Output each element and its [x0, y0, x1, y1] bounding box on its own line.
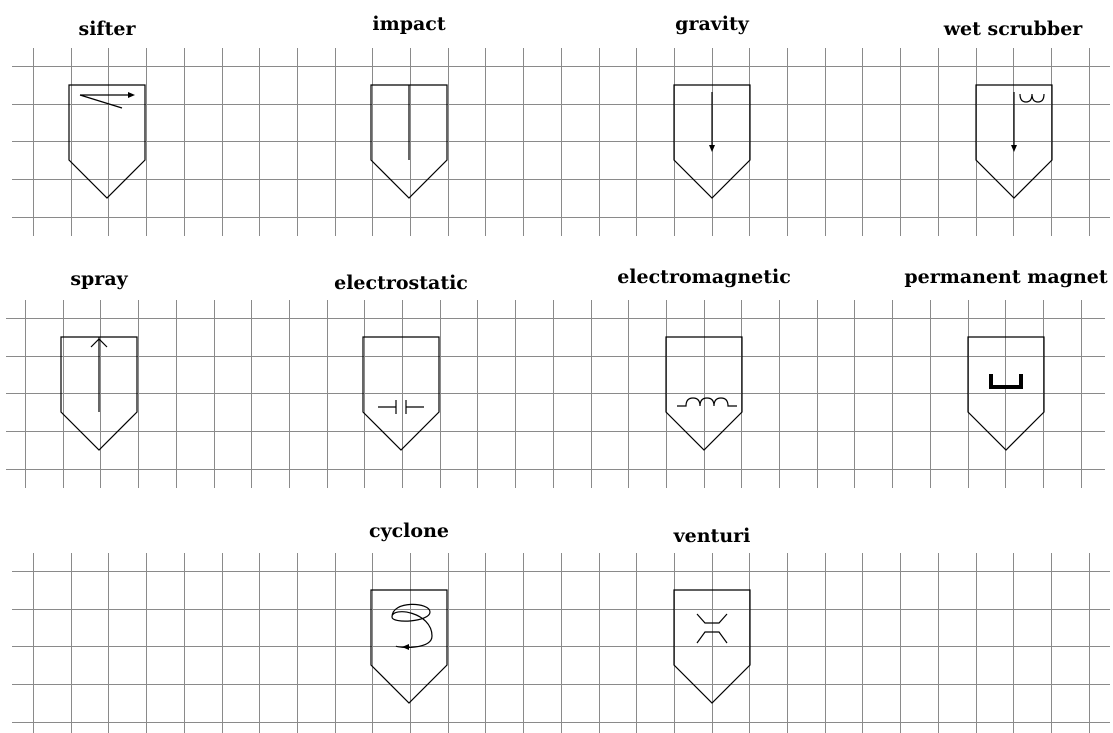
label-wet-scrubber: wet scrubber — [943, 18, 1083, 40]
label-cyclone: cyclone — [369, 520, 449, 542]
label-sifter: sifter — [78, 18, 136, 40]
venturi-icon — [673, 589, 751, 704]
label-permanent-magnet: permanent magnet — [904, 266, 1108, 288]
electrostatic-icon — [362, 336, 440, 451]
sifter-icon — [68, 84, 146, 199]
label-impact: impact — [372, 13, 446, 35]
electromagnetic-icon — [665, 336, 743, 451]
impact-icon — [370, 84, 448, 199]
label-gravity: gravity — [675, 13, 749, 35]
label-venturi: venturi — [673, 525, 751, 547]
label-electromagnetic: electromagnetic — [617, 266, 791, 288]
label-spray: spray — [70, 268, 128, 290]
label-electrostatic: electrostatic — [334, 272, 468, 294]
gravity-icon — [673, 84, 751, 199]
wet-scrubber-icon — [975, 84, 1053, 199]
cyclone-icon — [370, 589, 448, 704]
permanent-magnet-icon — [967, 336, 1045, 451]
spray-icon — [60, 336, 138, 451]
